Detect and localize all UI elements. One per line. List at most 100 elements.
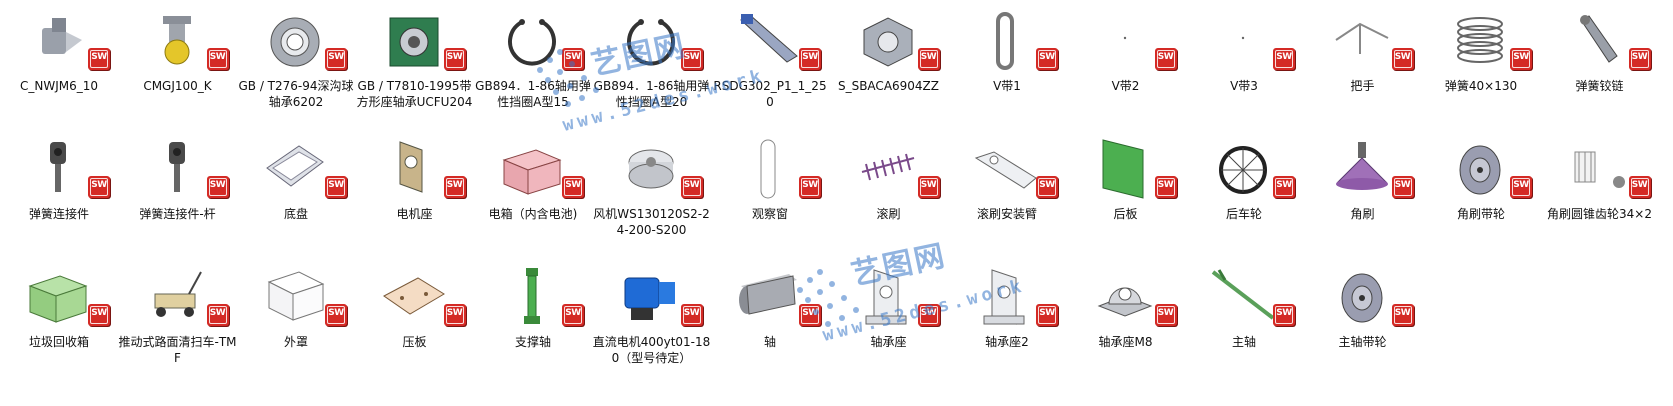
file-name: 轴承座2	[985, 335, 1029, 349]
solidworks-badge-text: SW	[802, 308, 818, 318]
solidworks-badge-text: SW	[920, 180, 937, 190]
solidworks-icon: SW	[917, 176, 940, 198]
file-item[interactable]: SW 观察窗	[711, 136, 829, 264]
file-item[interactable]: SW 电机座	[356, 136, 474, 264]
file-name: 弹簧40×130	[1444, 79, 1518, 93]
solidworks-badge-text: SW	[1157, 308, 1174, 318]
solidworks-icon: SW	[325, 48, 347, 70]
file-thumbnail: SW	[1185, 8, 1303, 74]
file-item[interactable]: SW 底盘	[237, 136, 355, 264]
file-thumbnail: SW	[1422, 8, 1540, 74]
file-item[interactable]: SW 角刷	[1304, 136, 1422, 264]
file-item[interactable]: SW 轴承座M8	[1067, 264, 1185, 392]
file-item[interactable]: SW 轴	[711, 264, 829, 392]
bevel-gear-icon	[1574, 151, 1625, 188]
solidworks-badge-text: SW	[1276, 180, 1292, 190]
cover-icon	[267, 271, 325, 321]
file-item[interactable]: SW 压板	[356, 264, 474, 392]
solidworks-badge-text: SW	[1276, 52, 1292, 62]
solidworks-badge-text: SW	[209, 180, 226, 190]
solidworks-icon: SW	[206, 176, 229, 198]
solidworks-icon: SW	[562, 304, 584, 326]
solidworks-icon: SW	[206, 304, 229, 326]
solidworks-badge-text: SW	[446, 308, 463, 318]
file-thumbnail: SW	[948, 8, 1066, 74]
file-item[interactable]: SW 弹簧40×130	[1422, 8, 1540, 136]
file-name: 角刷	[1350, 207, 1375, 221]
file-thumbnail: SW	[1067, 264, 1185, 330]
dc-motor-icon	[624, 277, 675, 320]
solidworks-badge-text: SW	[565, 180, 581, 190]
solidworks-badge-text: SW	[328, 180, 344, 190]
bearing-bracket-icon	[983, 269, 1025, 325]
file-name: 轴	[763, 335, 776, 349]
solidworks-badge-text: SW	[1276, 308, 1292, 318]
file-thumbnail: SW	[1304, 136, 1422, 202]
file-item[interactable]: SW 轴承座2	[948, 264, 1066, 392]
file-thumbnail: SW	[1067, 136, 1185, 202]
file-name: 轴承座M8	[1098, 335, 1153, 349]
file-thumbnail: SW	[237, 264, 355, 330]
retaining-ring-icon	[508, 19, 556, 66]
file-name: 观察窗	[751, 207, 788, 221]
spring-connector-icon	[50, 142, 66, 192]
solidworks-icon: SW	[206, 48, 229, 70]
file-name: 直流电机400yt01-180（型号待定）	[592, 335, 711, 365]
file-item[interactable]: SW 主轴带轮	[1304, 264, 1422, 392]
solidworks-icon: SW	[1628, 48, 1651, 70]
solidworks-icon: SW	[443, 176, 466, 198]
pulley-icon	[1459, 145, 1501, 195]
file-thumbnail: SW	[711, 136, 829, 202]
file-thumbnail: SW	[1304, 264, 1422, 330]
solidworks-icon: SW	[1510, 48, 1532, 70]
file-name: 主轴带轮	[1338, 335, 1387, 349]
solidworks-icon: SW	[88, 304, 110, 326]
blank-part-icon	[1241, 36, 1245, 40]
connector-part-icon	[42, 18, 82, 54]
box-icon	[502, 149, 562, 195]
file-name: 底盘	[283, 207, 308, 221]
file-name: 电机座	[396, 207, 433, 221]
solidworks-badge-text: SW	[1157, 52, 1174, 62]
solidworks-icon: SW	[562, 48, 584, 70]
v-belt-icon	[996, 12, 1014, 70]
file-thumbnail: SW	[593, 8, 711, 74]
file-name: 压板	[402, 335, 427, 349]
solidworks-icon: SW	[443, 48, 466, 70]
solidworks-icon: SW	[680, 48, 703, 70]
solidworks-badge-text: SW	[1039, 308, 1055, 318]
file-thumbnail: SW	[1067, 8, 1185, 74]
solidworks-badge-text: SW	[683, 180, 700, 190]
solidworks-icon: SW	[562, 176, 584, 198]
